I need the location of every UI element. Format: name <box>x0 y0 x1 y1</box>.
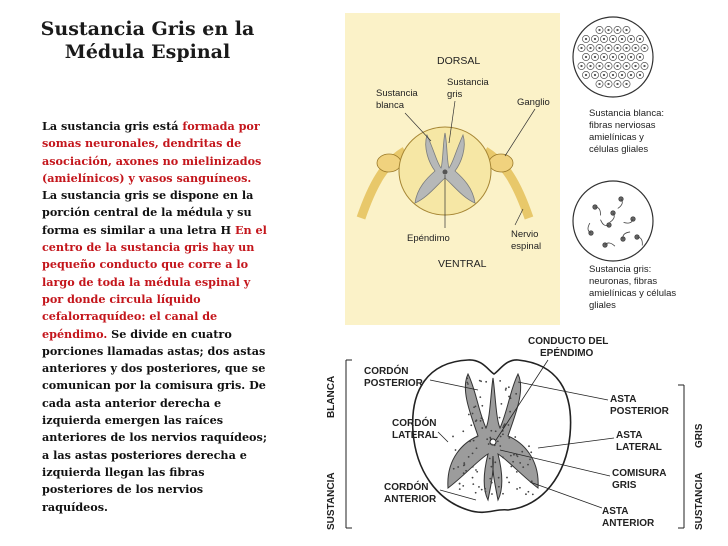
side-left-label-1: SUSTANCIA <box>326 472 337 530</box>
leader-ganglio <box>504 108 536 157</box>
grey-matter-h <box>447 372 539 502</box>
asta-post-label-2: POSTERIOR <box>610 406 670 417</box>
sust-gris-label-1: Sustancia <box>447 77 489 88</box>
nervio-label-1: Nervio <box>511 229 538 240</box>
cordon-ant-label-2: ANTERIOR <box>384 494 437 505</box>
left-nerve <box>356 147 408 220</box>
leader-asta-post <box>517 381 609 401</box>
sust-gris-label-2: gris <box>447 89 463 100</box>
body-part-5: Se divide en cuatro porciones llamadas a… <box>42 326 267 514</box>
comisura-label-1: COMISURA <box>612 468 666 479</box>
asta-post-label-1: ASTA <box>610 394 636 405</box>
sust-blanca-label-2: blanca <box>376 100 405 111</box>
blanca-desc-3: amielínicas y <box>589 132 644 143</box>
gris-desc-4: gliales <box>589 300 616 311</box>
grey-matter-h <box>414 132 476 204</box>
body-highlight-2: En el centro de la sustancia gris hay un… <box>42 222 267 341</box>
side-left-label-2: BLANCA <box>326 376 337 418</box>
cordon-lat-label-1: CORDÓN <box>392 416 436 429</box>
spinal-cord-schematic: SUSTANCIA BLANCA SUSTANCIA GRIS CONDUCTO… <box>326 336 705 530</box>
spinal-cord-illustration: DORSAL Sustancia gris Sustancia blanca G… <box>345 13 676 325</box>
cordon-post-label-2: POSTERIOR <box>364 378 424 389</box>
gris-desc-1: Sustancia gris: <box>589 264 651 275</box>
title-line-1: Sustancia Gris en la <box>40 18 255 40</box>
title-line-2: Médula Espinal <box>64 41 231 63</box>
gris-desc-2: neuronas, fibras <box>589 276 657 287</box>
leader-conducto <box>495 359 549 441</box>
right-ganglion <box>488 153 514 173</box>
blanca-desc-1: Sustancia blanca: <box>589 108 664 119</box>
side-right-label-1: SUSTANCIA <box>694 472 705 530</box>
leader-asta-lat <box>537 437 615 449</box>
body-highlight-1: formada por somas neuronales, dendritas … <box>42 119 262 185</box>
cordon-lat-label-2: LATERAL <box>392 430 438 441</box>
leader-gris <box>448 100 456 144</box>
asta-lat-label-2: LATERAL <box>616 442 662 453</box>
cordon-post-label-1: CORDÓN <box>364 364 408 377</box>
leader-nervio <box>514 208 524 226</box>
page-title: Sustancia Gris en la Médula Espinal <box>30 18 265 64</box>
leader-comisura <box>499 449 611 477</box>
left-ganglion <box>376 153 402 173</box>
sust-blanca-label-1: Sustancia <box>376 88 418 99</box>
dorsal-label: DORSAL <box>437 55 480 67</box>
conducto-label-2: EPÉNDIMO <box>540 346 594 359</box>
asta-ant-label-1: ASTA <box>602 506 628 517</box>
blanca-desc-4: células gliales <box>589 144 648 155</box>
blanca-desc-2: fibras nerviosas <box>589 120 656 131</box>
side-right-label-2: GRIS <box>694 423 705 448</box>
leader-cordon-post <box>429 379 479 391</box>
gris-desc-3: amielínicas y células <box>589 288 676 299</box>
grey-matter-micro-circle <box>572 180 654 262</box>
body-part-1: La sustancia gris está <box>42 119 183 133</box>
body-part-3: La sustancia gris se dispone en la porci… <box>42 188 254 237</box>
body-paragraph: La sustancia gris está formada por somas… <box>42 118 270 516</box>
ependimo-label: Epéndimo <box>407 233 450 244</box>
right-nerve <box>482 147 534 220</box>
leader-blanca <box>404 112 432 142</box>
conducto-label-1: CONDUCTO DEL <box>528 336 608 347</box>
central-canal <box>442 169 448 175</box>
nervio-label-2: espinal <box>511 241 541 252</box>
ganglio-label: Ganglio <box>517 97 550 108</box>
white-matter-micro-circle <box>572 16 654 98</box>
leader-cordon-ant <box>439 489 477 501</box>
leader-cordon-lat <box>437 431 449 443</box>
comisura-label-2: GRIS <box>612 480 637 491</box>
central-canal <box>489 438 497 446</box>
cordon-ant-label-1: CORDÓN <box>384 480 428 493</box>
asta-ant-label-2: ANTERIOR <box>602 518 655 529</box>
leader-asta-ant <box>529 481 603 509</box>
grey-matter-stipple <box>452 377 534 496</box>
ventral-label: VENTRAL <box>438 258 487 270</box>
asta-lat-label-1: ASTA <box>616 430 642 441</box>
